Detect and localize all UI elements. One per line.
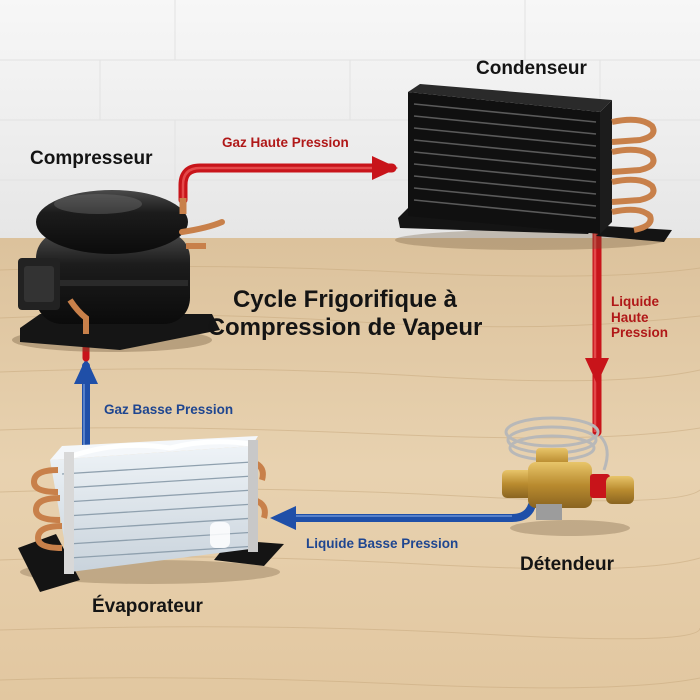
label-liquide-basse-pression: Liquide Basse Pression [306, 536, 459, 551]
label-liquide-haute-pression: Liquide Haute Pression [611, 294, 668, 341]
arrow-up-icon [74, 358, 98, 384]
evaporateur-unit [18, 436, 284, 592]
label-detendeur: Détendeur [520, 554, 614, 575]
label-gaz-haute-pression: Gaz Haute Pression [222, 135, 349, 150]
diagram-title: Cycle Frigorifique à Compression de Vape… [200, 286, 490, 341]
label-liquide-haute-line3: Pression [611, 325, 669, 341]
arrow-down-icon [585, 358, 609, 384]
label-liquide-haute-line1: Liquide [611, 294, 659, 309]
condenser-fins [413, 103, 597, 219]
label-condenseur: Condenseur [476, 58, 587, 79]
label-liquide-haute-line2: Haute [611, 309, 649, 325]
pipe-liquide-basse-pression [270, 501, 536, 530]
title-line-1: Cycle Frigorifique à [232, 286, 458, 313]
compresseur-unit [12, 190, 225, 352]
detendeur-unit [502, 416, 634, 536]
condenseur-unit [395, 84, 672, 250]
title-line-2: Compression de Vapeur [207, 313, 483, 341]
label-gaz-basse-pression: Gaz Basse Pression [104, 402, 234, 417]
pipe-liquide-haute-pression [585, 223, 609, 437]
label-compresseur: Compresseur [30, 148, 153, 169]
label-evaporateur: Évaporateur [92, 596, 203, 617]
pipe-gaz-haute-pression [178, 156, 398, 205]
condenser-coils [611, 116, 657, 233]
arrow-right-icon [372, 156, 398, 180]
arrow-left-icon [270, 506, 296, 530]
